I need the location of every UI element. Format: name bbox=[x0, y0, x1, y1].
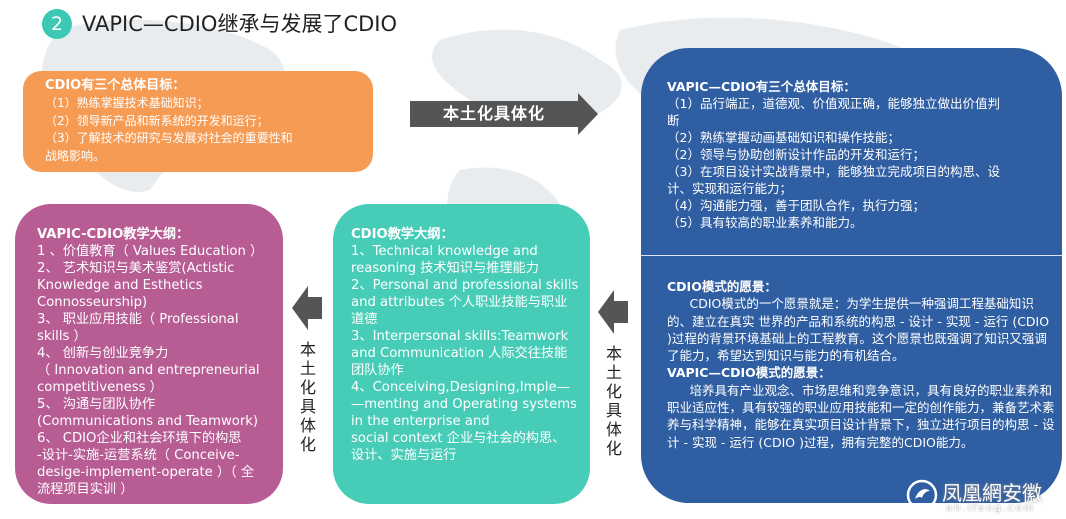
syllabus-line: 1、Technical knowledge and bbox=[351, 244, 538, 259]
left-arrow-icon bbox=[292, 286, 322, 330]
syllabus-line: in the enterprise and bbox=[351, 414, 490, 429]
syllabus-line: -设计-实施-运营系统（ Conceive- bbox=[37, 448, 240, 463]
cdio-goal-line: （2）领导新产品和新系统的开发和运行； bbox=[45, 113, 269, 128]
syllabus-line: Connosseurship) bbox=[37, 295, 148, 310]
syllabus-line: 2、Personal and professional skills bbox=[351, 278, 579, 293]
syllabus-line: 4、Conceiving,Designing,Imple— bbox=[351, 380, 570, 395]
syllabus-line: 团队协作 bbox=[351, 363, 404, 378]
vapic-goal-line: 断 bbox=[667, 113, 680, 128]
syllabus-line: 流程项目实训 ） bbox=[37, 482, 134, 497]
syllabus-line: 5、 沟通与团队协作 bbox=[37, 397, 156, 412]
vapic-goal-line: （1）品行端正，道德观、价值观正确，能够独立做出价值判 bbox=[667, 96, 1000, 111]
vapic-goal-line: （4）沟通能力强，善于团队合作，执行力强； bbox=[667, 198, 925, 213]
vapic-goal-line: （5）具有较高的职业素养和能力。 bbox=[667, 215, 863, 230]
syllabus-line: social context 企业与社会的构思、 bbox=[351, 431, 566, 446]
syllabus-line: 2、 艺术知识与美术鉴赏(Actistic bbox=[37, 261, 235, 276]
cdio-goals-heading: CDIO有三个总体目标： bbox=[45, 78, 186, 93]
syllabus-line: 道德 bbox=[351, 312, 378, 327]
cdio-goal-line: （3）了解技术的研究与发展对社会的重要性和 bbox=[45, 131, 293, 145]
cdio-syllabus-box: CDIO教学大纲： 1、Technical knowledge and reas… bbox=[333, 204, 590, 504]
syllabus-line: 3、 职业应用技能（ Professional bbox=[37, 312, 239, 327]
watermark-name: 凤凰網安徽 bbox=[942, 481, 1042, 505]
syllabus-line: 3、Interpersonal skills:Teamwork bbox=[351, 329, 569, 344]
box-divider bbox=[641, 255, 1062, 256]
cdio-goals-box: CDIO有三个总体目标： （1）熟练掌握技术基础知识； （2）领导新产品和新系统… bbox=[23, 71, 373, 172]
right-arrow-icon bbox=[410, 93, 598, 135]
cdio-vision-text: CDIO模式的一个愿景就是：为学生提供一种强调工程基础知识的、建立在真实 世界的… bbox=[667, 296, 1050, 364]
watermark-url: ah.ifeng.com bbox=[946, 503, 1036, 514]
syllabus-line: and Communication 人际交往技能 bbox=[351, 346, 568, 361]
syllabus-line: 4、 创新与创业竞争力 bbox=[37, 346, 169, 361]
cdio-syllabus-heading: CDIO教学大纲： bbox=[351, 227, 454, 242]
syllabus-line: (Communications and Teamwork) bbox=[37, 414, 259, 429]
syllabus-line: and attributes 个人职业技能与职业 bbox=[351, 295, 568, 310]
page-title: VAPIC—CDIO继承与发展了CDIO bbox=[82, 12, 398, 36]
syllabus-line: desige-implement-operate ）（ 全 bbox=[37, 465, 255, 480]
syllabus-line: skills ） bbox=[37, 329, 87, 344]
syllabus-line: Knowledge and Esthetics bbox=[37, 278, 203, 293]
vapic-syllabus-heading: VAPIC-CDIO教学大纲： bbox=[37, 227, 190, 242]
syllabus-line: reasoning 技术知识与推理能力 bbox=[351, 261, 539, 276]
syllabus-line: —menting and Operating systems bbox=[351, 397, 577, 412]
vapic-goal-line: （2）熟练掌握动画基础知识和操作技能； bbox=[667, 130, 900, 145]
cdio-goal-line: 战略影响。 bbox=[45, 148, 106, 163]
vapic-vision-heading: VAPIC—CDIO模式的愿景： bbox=[667, 365, 831, 381]
syllabus-line: （ Innovation and entrepreneurial bbox=[37, 363, 260, 378]
left-arrow-label: 本土化 具体化 bbox=[299, 340, 316, 454]
vapic-goals-heading: VAPIC—CDIO有三个总体目标： bbox=[667, 79, 856, 94]
phoenix-logo-icon bbox=[906, 479, 938, 511]
vapic-goal-line: （2）领导与协助创新设计作品的开发和运行； bbox=[667, 147, 925, 162]
left-arrow-label: 本土化 具体化 bbox=[605, 344, 622, 458]
section-number-badge: 2 bbox=[42, 9, 72, 39]
vapic-cdio-box: VAPIC—CDIO有三个总体目标： （1）品行端正，道德观、价值观正确，能够独… bbox=[641, 48, 1062, 503]
vapic-vision-text: 培养具有产业观念、市场思维和竞争意识，具有良好的职业素养和职业适应性，具有较强的… bbox=[667, 382, 1055, 450]
vapic-goal-line: 计、实现和运行能力； bbox=[667, 181, 793, 196]
syllabus-line: 6、 CDIO企业和社会环境下的构思 bbox=[37, 431, 242, 446]
vapic-syllabus-box: VAPIC-CDIO教学大纲： 1 、价值教育（ Values Educatio… bbox=[15, 204, 283, 504]
left-arrow-icon bbox=[598, 290, 628, 334]
syllabus-line: competitiveness ） bbox=[37, 380, 163, 395]
right-arrow-label: 本土化具体化 bbox=[442, 104, 545, 123]
vapic-goal-line: （3）在项目设计实战背景中，能够独立完成项目的构思、设 bbox=[667, 164, 1000, 179]
cdio-vision-heading: CDIO模式的愿景： bbox=[667, 279, 777, 294]
ifeng-watermark: 凤凰網安徽 ah.ifeng.com bbox=[906, 475, 1058, 519]
cdio-goal-line: （1）熟练掌握技术基础知识； bbox=[45, 96, 209, 110]
syllabus-line: 1 、价值教育（ Values Education ） bbox=[37, 244, 264, 259]
syllabus-line: 设计、实施与运行 bbox=[351, 448, 457, 463]
